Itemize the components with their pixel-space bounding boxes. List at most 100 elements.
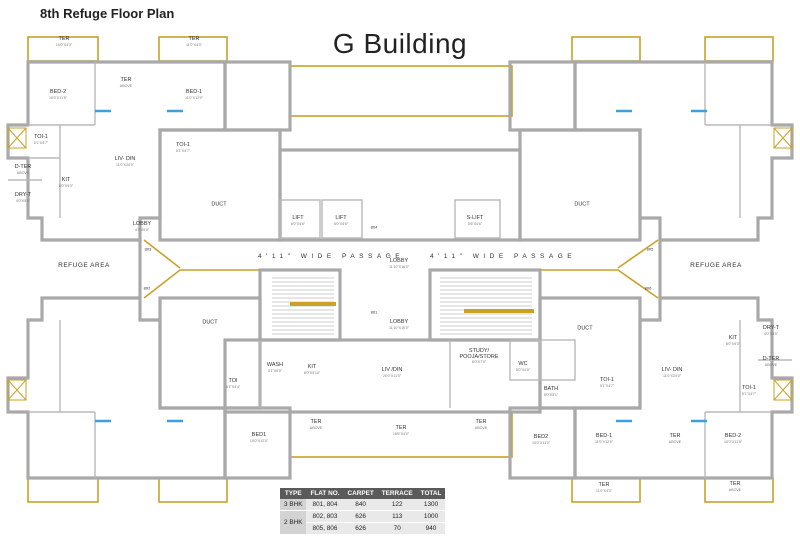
room-name: REFUGE AREA [58,261,110,269]
area-cell: 70 [377,522,417,535]
room-name: BED-2 [724,432,742,439]
room-dimension: 3'1"X6'0" [267,368,283,373]
room-dimension: 11'0"X20'0" [662,373,682,378]
room-name: TOI-1 [34,133,48,140]
room-dimension: 10'0"X4'3" [55,42,73,47]
area-cell: 1000 [416,510,446,523]
stair-right [440,277,532,335]
room-name: LOBBY [389,318,409,325]
room-name: KIT [307,363,317,370]
room-dimension: 10'0"X11'5" [48,95,68,100]
room-label-duct-b: DUCT [574,202,589,208]
area-cell: 805, 806 [306,522,344,535]
room-name: KIT [728,334,738,341]
room-name: TER [310,418,322,425]
page-title: 8th Refuge Floor Plan [40,6,175,21]
area-cell: 122 [377,499,417,511]
area-col-flat: FLAT NO. [306,488,344,499]
room-name: BATH [543,385,559,392]
flat-number-801: 801 [370,309,378,315]
area-table: TYPE FLAT NO. CARPET TERRACE TOTAL 3 BHK… [280,488,446,535]
room-name: LIV- DIN [114,155,136,162]
area-cell: 802, 803 [306,510,344,523]
room-name: TER [729,480,741,487]
room-name: BED-1 [185,88,203,95]
room-name: LIFT [292,214,304,221]
area-table-header: TYPE FLAT NO. CARPET TERRACE TOTAL [280,488,446,499]
room-dimension: ABOVE [309,425,323,430]
flat-number-806: 806 [644,285,652,291]
room-dimension: 18'6"X4'0" [392,431,410,436]
room-dimension: 5'1"X4'7" [599,383,615,388]
room-label-duct-d: DUCT [577,326,592,332]
room-name: TER [475,418,487,425]
room-dimension: 11'10"X15'0" [388,325,410,330]
table-row: 805, 806 626 70 940 [280,522,446,535]
room-name: D-TER [762,355,780,362]
room-dimension: 5'6"X4'6" [467,221,483,226]
service-shafts [7,127,793,401]
room-name: LOBBY [132,220,152,227]
passage-label-left: 4'11" WIDE PASSAGE [258,253,405,260]
room-dimension: 4'3"X5'0" [134,227,150,232]
room-name: WC [518,360,528,367]
area-cell: 113 [377,510,417,523]
room-name: TER [188,35,200,42]
room-name: TER [395,424,407,431]
room-dimension: 11'0"X4'3" [595,488,613,493]
room-name: BED2 [533,433,549,440]
room-dimension: 11'0"X4'3" [185,42,203,47]
area-cell: 626 [343,522,378,535]
flat-number-803: 803 [144,246,152,252]
room-name: POOJA/STORE [459,353,499,360]
area-cell: 3 BHK [280,499,307,511]
room-name: TOI-1 [742,384,756,391]
passage-label-right: 4'11" WIDE PASSAGE [430,253,577,260]
area-cell: 626 [343,510,378,523]
room-name: TOI-1 [600,376,614,383]
room-dimension: 11'10"X16'3" [388,264,410,269]
room-name: DUCT [577,325,593,332]
room-name: TER [58,35,70,42]
room-name: WASH [266,361,284,368]
windows [95,109,707,423]
room-name: TER [598,481,610,488]
room-dimension: 11'0"X12'0" [184,95,204,100]
room-name: TOI [228,377,238,384]
area-cell-type-merged: 2 BHK [280,510,307,535]
flat-number-804: 804 [370,224,378,230]
room-dimension: 5'1"X4'7" [741,391,757,396]
room-name: LOBBY [389,257,409,264]
room-dimension: 6'0"X4'6" [290,221,306,226]
room-dimension: ABOVE [764,362,778,367]
outer-walls [6,60,794,480]
room-name: TER [669,432,681,439]
stair-left [272,277,334,335]
room-dimension: 8'0"X9'3" [58,183,74,188]
room-name: DUCT [574,201,590,208]
